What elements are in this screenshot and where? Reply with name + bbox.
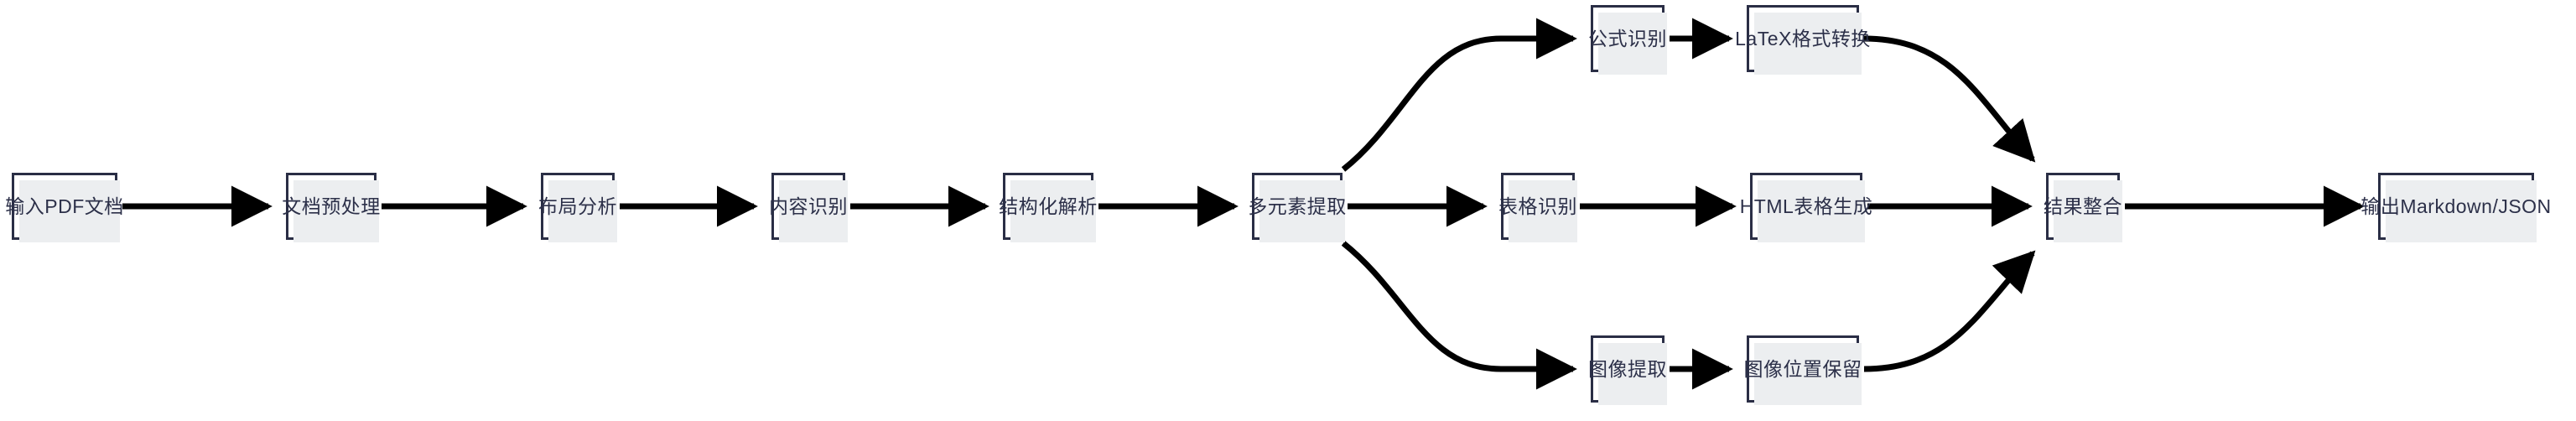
node-table-recognition[interactable]: 表格识别 — [1498, 173, 1577, 242]
node-html-table-generation[interactable]: HTML表格生成 — [1740, 173, 1872, 242]
node-multi-element-extraction[interactable]: 多元素提取 — [1248, 173, 1346, 242]
edge-latex-convert-to-result-merge — [1863, 35, 2036, 163]
node-label: HTML表格生成 — [1739, 195, 1873, 217]
node-label: 文档预处理 — [282, 195, 381, 217]
node-input-pdf[interactable]: 输入PDF文档 — [5, 173, 123, 242]
node-output-markdown-json[interactable]: 输出Markdown/JSON — [2360, 173, 2551, 242]
node-label: 表格识别 — [1498, 195, 1577, 217]
node-formula-recognition[interactable]: 公式识别 — [1588, 5, 1667, 75]
edge-multi-extract-to-image-extract — [1341, 241, 1577, 390]
node-label: 输出Markdown/JSON — [2360, 195, 2552, 217]
node-structured-parsing[interactable]: 结构化解析 — [999, 173, 1097, 242]
node-label: 公式识别 — [1588, 27, 1667, 49]
node-label: 图像提取 — [1588, 357, 1667, 380]
node-label: 结果整合 — [2044, 195, 2122, 217]
node-label: 图像位置保留 — [1743, 357, 1862, 380]
node-image-extraction[interactable]: 图像提取 — [1588, 335, 1667, 405]
node-content-recognition[interactable]: 内容识别 — [769, 173, 848, 242]
node-label: LaTeX格式转换 — [1735, 27, 1871, 49]
edge-multi-extract-to-formula-recog — [1341, 18, 1577, 172]
node-result-merge[interactable]: 结果整合 — [2044, 173, 2122, 242]
node-label: 布局分析 — [538, 195, 617, 217]
node-image-position-preserve[interactable]: 图像位置保留 — [1743, 335, 1862, 405]
node-label: 内容识别 — [769, 195, 848, 217]
node-label: 输入PDF文档 — [5, 195, 124, 217]
edge-image-position-to-result-merge — [1863, 250, 2036, 372]
node-latex-conversion[interactable]: LaTeX格式转换 — [1735, 5, 1870, 75]
node-layout-analysis[interactable]: 布局分析 — [538, 173, 617, 242]
node-label: 多元素提取 — [1248, 195, 1347, 217]
node-preprocess[interactable]: 文档预处理 — [282, 173, 380, 242]
node-label: 结构化解析 — [999, 195, 1098, 217]
